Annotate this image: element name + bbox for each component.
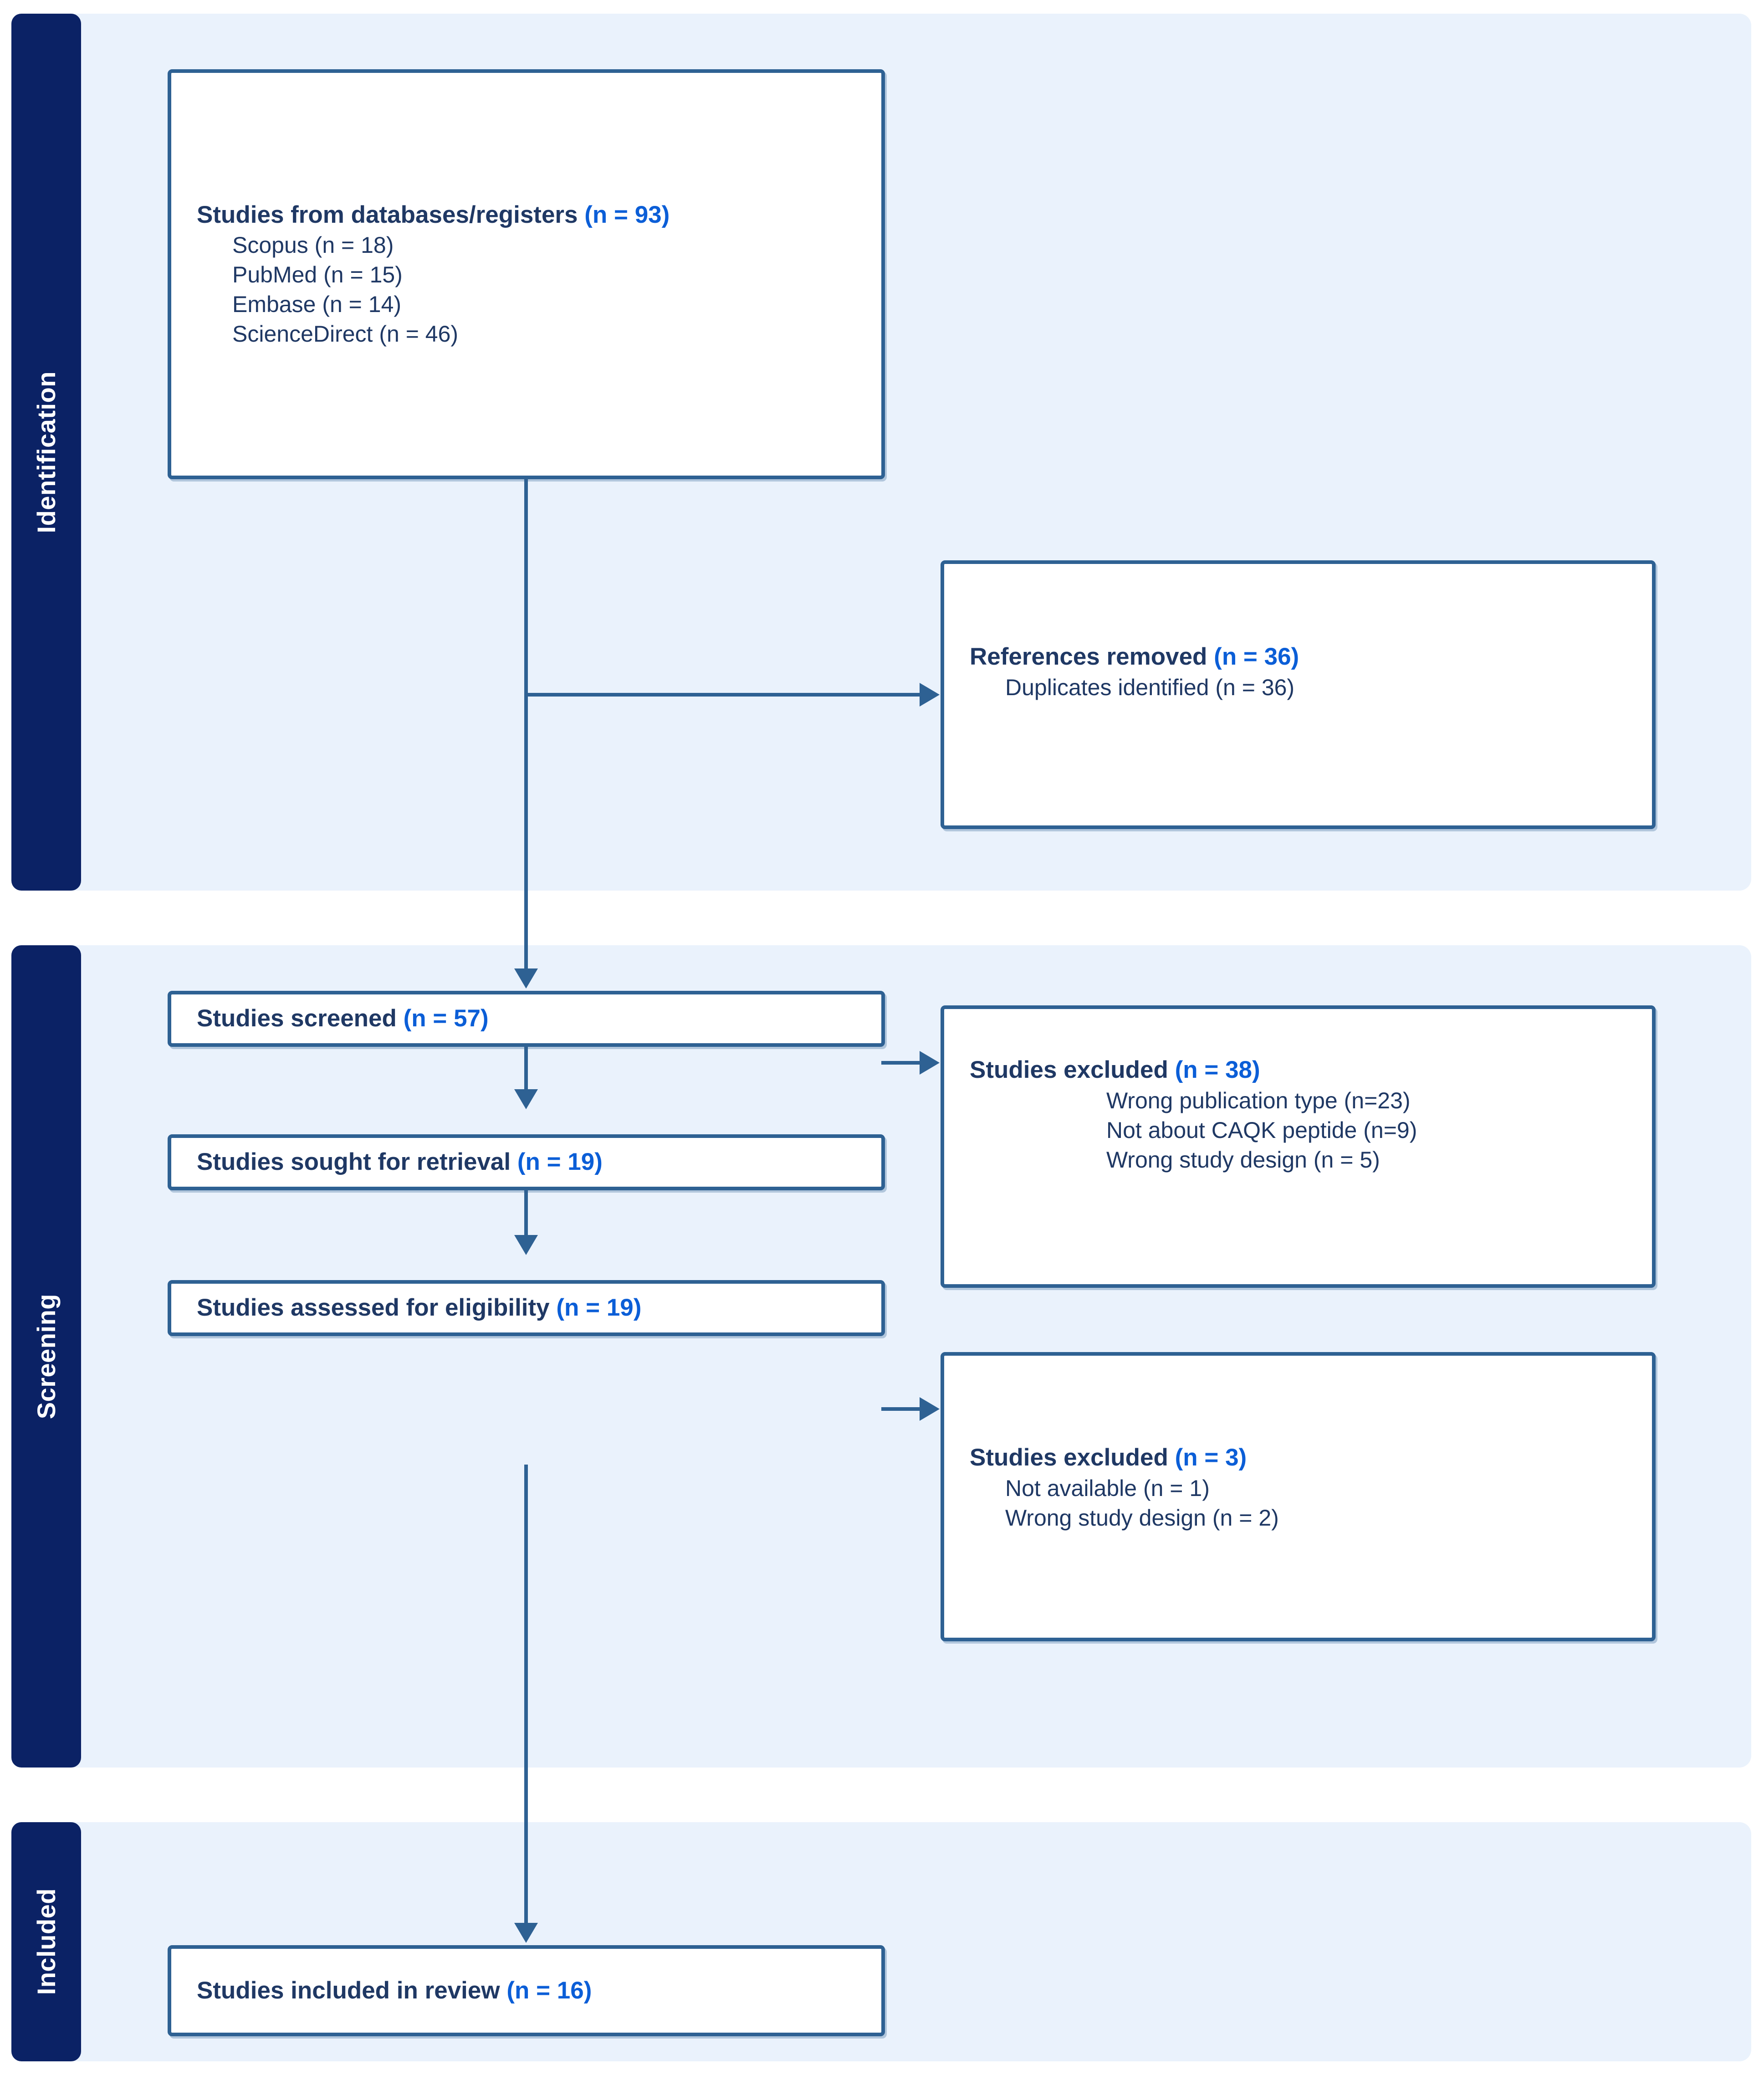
screening-label-text: Screening: [32, 1293, 61, 1419]
connector-assessed-to-excluded-3: [881, 1407, 922, 1411]
studies-assessed-title: Studies assessed for eligibility: [197, 1294, 557, 1322]
arrow-down-to-sought: [514, 1089, 538, 1109]
studies-excluded-38-count: (n = 38): [1175, 1056, 1260, 1083]
arrow-right-to-references-removed: [920, 683, 940, 707]
node-databases-registers-content: Studies from databases/registers (n = 93…: [171, 200, 881, 349]
studies-screened-title-line: Studies screened (n = 57): [197, 1003, 870, 1035]
studies-assessed-title-line: Studies assessed for eligibility (n = 19…: [197, 1292, 870, 1324]
studies-sought-title-line: Studies sought for retrieval (n = 19): [197, 1147, 870, 1178]
studies-excluded-3-count: (n = 3): [1175, 1444, 1247, 1471]
studies-included-title-line: Studies included in review (n = 16): [197, 1975, 870, 2007]
arrow-down-to-screened: [514, 968, 538, 989]
databases-source-scopus: Scopus (n = 18): [232, 232, 394, 258]
arrow-down-to-included: [514, 1923, 538, 1943]
studies-sought-title: Studies sought for retrieval: [197, 1148, 517, 1176]
identification-label-text: Identification: [32, 371, 61, 533]
connector-to-references-removed: [524, 693, 920, 697]
arrow-down-to-assessed: [514, 1235, 538, 1255]
included-band-label: Included: [11, 1822, 81, 2061]
connector-screened-to-sought: [524, 1043, 528, 1091]
studies-sought-count: (n = 19): [517, 1148, 603, 1176]
node-studies-assessed-for-eligibility[interactable]: Studies assessed for eligibility (n = 19…: [168, 1280, 885, 1336]
studies-excluded-38-title-line: Studies excluded (n = 38): [970, 1055, 1641, 1086]
node-studies-screened[interactable]: Studies screened (n = 57): [168, 991, 885, 1047]
arrow-right-to-excluded-3: [920, 1397, 940, 1421]
connector-assessed-to-included: [524, 1465, 528, 1925]
node-studies-screened-content: Studies screened (n = 57): [171, 1003, 881, 1035]
node-databases-registers[interactable]: Studies from databases/registers (n = 93…: [168, 69, 885, 479]
studies-assessed-count: (n = 19): [556, 1294, 642, 1322]
node-studies-sought-for-retrieval[interactable]: Studies sought for retrieval (n = 19): [168, 1134, 885, 1190]
connector-databases-to-screened: [524, 476, 528, 970]
arrow-right-to-excluded-38: [920, 1051, 940, 1075]
node-studies-included-content: Studies included in review (n = 16): [171, 1975, 881, 2007]
connector-sought-to-assessed: [524, 1187, 528, 1237]
studies-excluded-38-title: Studies excluded: [970, 1056, 1175, 1083]
databases-source-sciencedirect: ScienceDirect (n = 46): [232, 321, 459, 347]
databases-source-pubmed: PubMed (n = 15): [232, 262, 403, 288]
studies-included-title: Studies included in review: [197, 1977, 507, 2004]
node-studies-sought-content: Studies sought for retrieval (n = 19): [171, 1147, 881, 1178]
studies-screened-count: (n = 57): [403, 1005, 489, 1032]
screening-band-label: Screening: [11, 945, 81, 1768]
excluded-reason-wrong-publication-type: Wrong publication type (n=23): [1106, 1087, 1411, 1113]
studies-excluded-3-title-line: Studies excluded (n = 3): [970, 1442, 1641, 1474]
node-studies-included-in-review[interactable]: Studies included in review (n = 16): [168, 1945, 885, 2036]
excluded-reason-not-about-caqk: Not about CAQK peptide (n=9): [1106, 1117, 1417, 1143]
references-removed-count: (n = 36): [1214, 643, 1299, 670]
references-removed-title-line: References removed (n = 36): [970, 641, 1641, 673]
excluded-reason-wrong-study-design-2: Wrong study design (n = 2): [1005, 1505, 1279, 1531]
studies-excluded-3-title: Studies excluded: [970, 1444, 1175, 1471]
identification-band-label: Identification: [11, 14, 81, 891]
node-studies-assessed-content: Studies assessed for eligibility (n = 19…: [171, 1292, 881, 1324]
excluded-reason-wrong-study-design: Wrong study design (n = 5): [1106, 1147, 1380, 1173]
node-references-removed-content: References removed (n = 36) Duplicates i…: [944, 564, 1652, 702]
node-studies-excluded-eligibility[interactable]: Studies excluded (n = 3) Not available (…: [941, 1352, 1656, 1641]
references-removed-title: References removed: [970, 643, 1214, 670]
studies-screened-title: Studies screened: [197, 1005, 404, 1032]
node-studies-excluded-screening[interactable]: Studies excluded (n = 38) Wrong publicat…: [941, 1005, 1656, 1288]
node-references-removed[interactable]: References removed (n = 36) Duplicates i…: [941, 560, 1656, 829]
references-removed-duplicates: Duplicates identified (n = 36): [1005, 674, 1295, 700]
databases-title: Studies from databases/registers: [197, 201, 585, 228]
excluded-reason-not-available: Not available (n = 1): [1005, 1475, 1210, 1501]
node-studies-excluded-eligibility-content: Studies excluded (n = 3) Not available (…: [944, 1356, 1652, 1533]
included-label-text: Included: [32, 1888, 61, 1995]
databases-count: (n = 93): [584, 201, 670, 228]
studies-included-count: (n = 16): [506, 1977, 592, 2004]
databases-source-embase: Embase (n = 14): [232, 292, 402, 318]
connector-screened-to-excluded-38: [881, 1061, 922, 1065]
databases-title-line: Studies from databases/registers (n = 93…: [197, 200, 870, 231]
node-studies-excluded-screening-content: Studies excluded (n = 38) Wrong publicat…: [944, 1009, 1652, 1175]
